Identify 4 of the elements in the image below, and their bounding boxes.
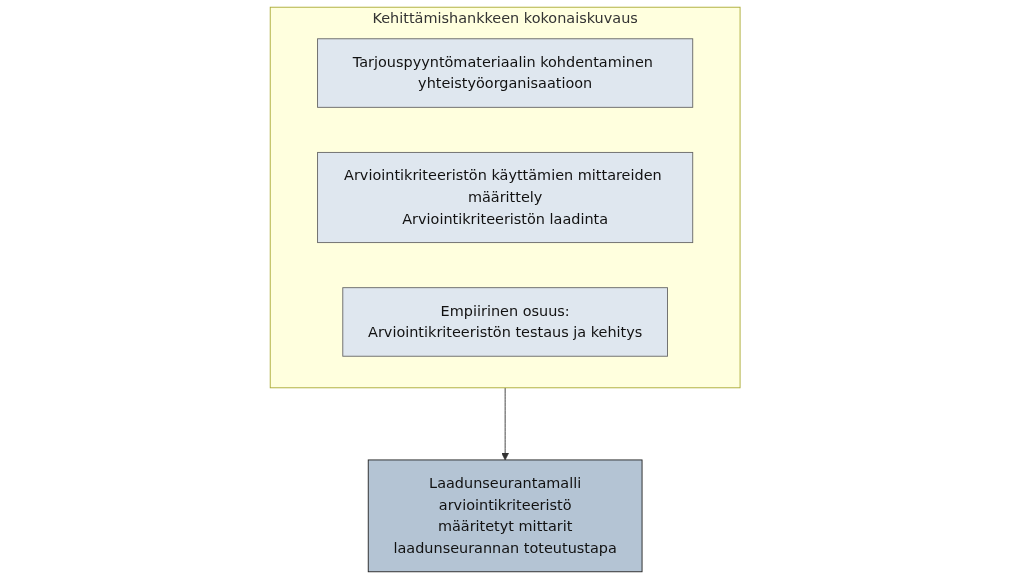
node-box: Laadunseurantamalli arviointikriteeristö määritetyt mittarit laadunseurannan toteutustapa xyxy=(367,459,643,573)
node-box: Empiirinen osuus: Arviointikriteeristön testaus ja kehitys xyxy=(342,287,668,357)
node-box: Arviointikriteeristön käyttämien mittareiden määrittely Arviointikriteeristön laadinta xyxy=(316,151,694,244)
node-box: Tarjouspyyntömateriaalin kohdentaminen yhteistyöorganisaatioon xyxy=(316,38,694,108)
